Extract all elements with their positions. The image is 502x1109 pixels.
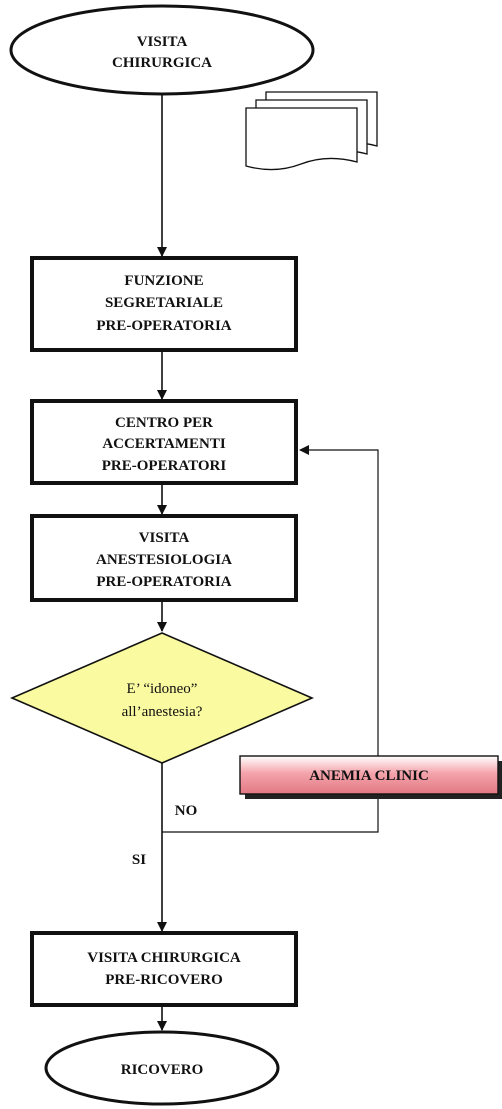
no-loop-connector bbox=[162, 445, 379, 833]
segreteria-line-3: PRE-OPERATORIA bbox=[96, 318, 231, 334]
anestesia-line-2: ANESTESIOLOGIA bbox=[96, 552, 232, 568]
edge-label-si: SI bbox=[132, 852, 146, 868]
prericovero-line-2: PRE-RICOVERO bbox=[105, 972, 223, 988]
anemia-clinic-box bbox=[239, 755, 499, 795]
centro-line-2: ACCERTAMENTI bbox=[102, 436, 226, 452]
centro-line-3: PRE-OPERATORI bbox=[102, 458, 227, 474]
anestesia-box bbox=[30, 514, 298, 602]
end-terminal-label: RICOVERO bbox=[121, 1062, 204, 1078]
start-terminal-line-2: CHIRURGICA bbox=[112, 55, 212, 71]
anestesia-line-1: VISITA bbox=[139, 530, 190, 546]
segreteria-line-2: SEGRETARIALE bbox=[105, 295, 223, 311]
prericovero-box bbox=[30, 931, 298, 1007]
segreteria-box bbox=[30, 256, 298, 352]
decisione-diamond bbox=[9, 632, 315, 764]
documents-icon bbox=[245, 91, 378, 171]
edge-label-no: NO bbox=[175, 803, 198, 819]
anemia-clinic-label: ANEMIA CLINIC bbox=[309, 768, 429, 784]
centro-line-1: CENTRO PER bbox=[115, 415, 213, 431]
anestesia-line-3: PRE-OPERATORIA bbox=[96, 574, 231, 590]
segreteria-line-1: FUNZIONE bbox=[124, 273, 203, 289]
start-terminal bbox=[9, 4, 315, 96]
prericovero-line-1: VISITA CHIRURGICA bbox=[87, 950, 241, 966]
end-terminal bbox=[44, 1030, 280, 1106]
centro-box bbox=[30, 399, 298, 485]
decisione-line-2: all’anestesia? bbox=[122, 704, 203, 720]
start-terminal-line-1: VISITA bbox=[137, 34, 188, 50]
decisione-line-1: E’ “idoneo” bbox=[127, 681, 198, 697]
